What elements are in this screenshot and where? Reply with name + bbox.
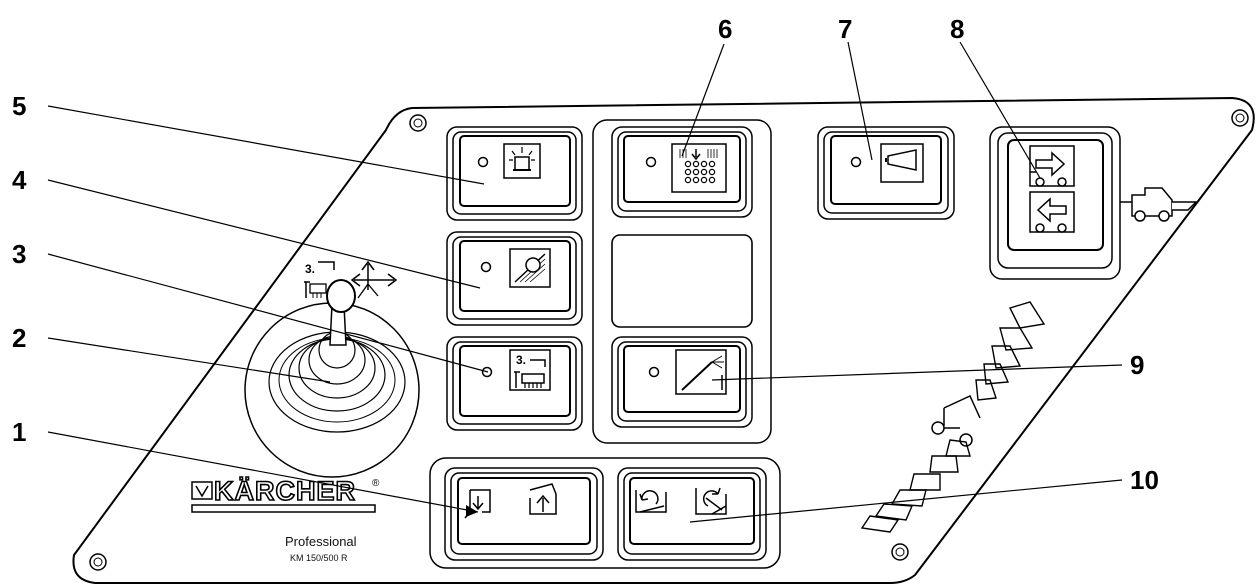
leader-2 bbox=[47, 337, 331, 383]
callout-number-1: 1 bbox=[12, 417, 26, 447]
horn-button[interactable] bbox=[817, 126, 955, 220]
sweeper-vehicle-icon bbox=[1120, 187, 1198, 222]
leader-10 bbox=[689, 479, 1123, 523]
callout-number-7: 7 bbox=[838, 14, 852, 44]
hopper-lower-icon bbox=[635, 490, 667, 513]
water-spray-icon bbox=[679, 149, 718, 184]
callout-number-3: 3 bbox=[12, 239, 26, 269]
leader-4 bbox=[47, 179, 481, 289]
indicator-lamp bbox=[648, 366, 660, 378]
leader-6 bbox=[681, 43, 725, 157]
model-label: KM 150/500 R bbox=[290, 553, 348, 563]
joystick-icon-label: 3. bbox=[305, 262, 315, 276]
flap-close-icon bbox=[529, 483, 557, 515]
callout-number-9: 9 bbox=[1130, 350, 1144, 380]
leader-8 bbox=[959, 41, 1041, 179]
icon-frame bbox=[509, 248, 551, 288]
callout-leaders bbox=[47, 41, 1123, 523]
rotating-beacon-icon bbox=[509, 147, 535, 171]
indicator-lamp bbox=[477, 156, 489, 168]
joystick-knob bbox=[326, 279, 356, 313]
leader-7 bbox=[847, 41, 873, 161]
rotating-beacon-button[interactable] bbox=[446, 126, 583, 221]
travel-direction-switch[interactable] bbox=[989, 126, 1121, 280]
spray-button[interactable] bbox=[611, 336, 753, 428]
reverse-travel-icon bbox=[1029, 191, 1075, 233]
hopper-tilt-button[interactable] bbox=[617, 467, 767, 561]
forward-travel-icon bbox=[1029, 145, 1075, 187]
side-brush-icon-label: 3. bbox=[516, 353, 526, 367]
travel-speed-ramp-icon bbox=[860, 301, 1046, 533]
side-brush-button[interactable]: 3. bbox=[446, 336, 583, 431]
callout-number-6: 6 bbox=[718, 14, 732, 44]
joystick[interactable] bbox=[244, 279, 420, 478]
indicator-lamp bbox=[645, 156, 657, 168]
blank-button-slot bbox=[611, 234, 753, 328]
registered-mark: ® bbox=[372, 478, 380, 489]
screw-bottom-left bbox=[89, 553, 107, 571]
indicator-lamp bbox=[850, 156, 862, 168]
kaercher-logo: KÄRCHER ® bbox=[191, 475, 380, 513]
discharge-flap-button[interactable] bbox=[444, 467, 604, 561]
callout-arrowheads bbox=[466, 505, 478, 517]
screw-top-left bbox=[409, 114, 427, 132]
icon-frame bbox=[503, 143, 541, 179]
horn-icon bbox=[885, 149, 917, 171]
icon-frame bbox=[671, 143, 727, 193]
icon-frame bbox=[509, 349, 551, 391]
screw-bottom-right bbox=[891, 543, 909, 561]
hopper-raise-icon bbox=[695, 487, 727, 515]
icon-frame bbox=[675, 349, 727, 395]
callout-number-8: 8 bbox=[950, 14, 964, 44]
center-button-group-frame bbox=[592, 119, 772, 444]
dust-suppression-button[interactable] bbox=[611, 126, 753, 218]
filter-cleaning-icon bbox=[514, 253, 546, 283]
spray-lance-icon bbox=[681, 355, 724, 391]
icon-frame bbox=[880, 143, 924, 183]
callout-number-2: 2 bbox=[12, 323, 26, 353]
leader-3 bbox=[47, 253, 489, 373]
callout-number-5: 5 bbox=[12, 91, 26, 121]
callout-number-4: 4 bbox=[12, 165, 27, 195]
product-line-label: Professional bbox=[285, 534, 357, 549]
kaercher-logo-text: KÄRCHER bbox=[214, 476, 356, 506]
indicator-lamp bbox=[480, 261, 492, 273]
leader-9 bbox=[711, 364, 1123, 381]
screw-top-right bbox=[1231, 109, 1249, 127]
side-brush-icon: 3. bbox=[514, 353, 546, 388]
leader-5 bbox=[47, 105, 485, 185]
callout-number-10: 10 bbox=[1130, 465, 1159, 495]
leader-1 bbox=[47, 431, 479, 513]
filter-cleaning-button[interactable] bbox=[446, 231, 583, 326]
joystick-direction-icon: 3. bbox=[304, 260, 398, 299]
